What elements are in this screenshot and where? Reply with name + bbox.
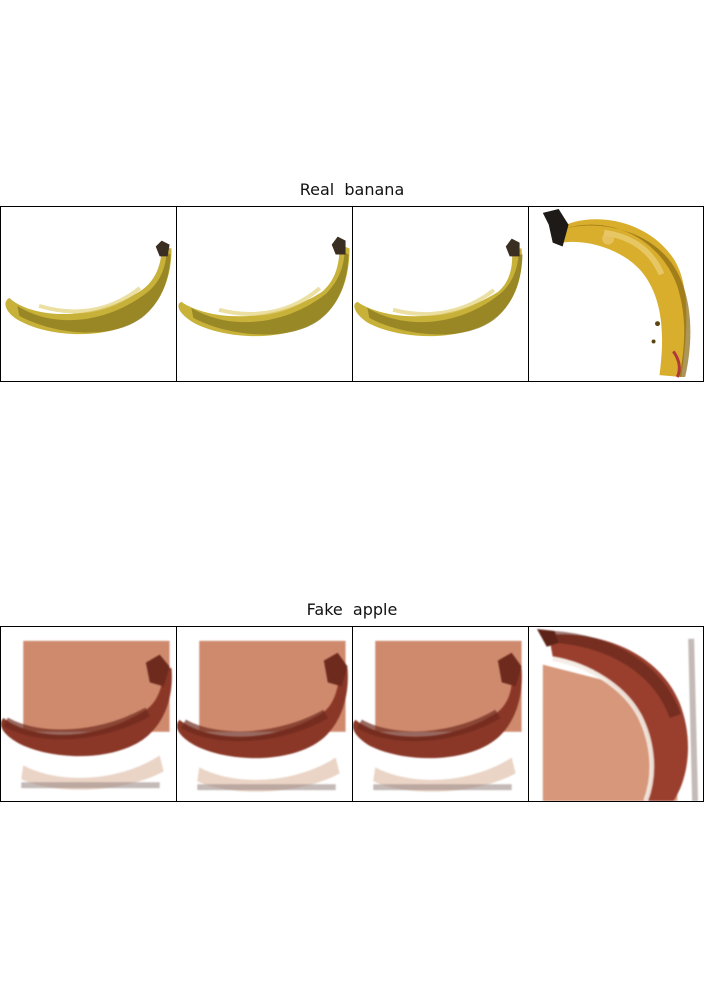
banana-picture [354, 238, 523, 337]
fake-apple-title: Fake apple [306, 600, 398, 619]
banana-picture [542, 208, 691, 378]
real-banana-image-4 [528, 207, 704, 381]
fake-apple-image-1 [0, 627, 176, 801]
real-banana-strip [0, 206, 704, 382]
apple-picture [177, 640, 348, 792]
fake-apple-image-2 [176, 627, 352, 801]
real-banana-title: Real banana [299, 180, 405, 199]
apple-picture [353, 640, 522, 792]
fake-apple-strip [0, 626, 704, 802]
apple-picture [536, 628, 699, 801]
real-banana-image-3 [352, 207, 528, 381]
apple-picture [1, 640, 172, 790]
banana-picture [5, 240, 172, 335]
fake-apple-image-4 [528, 627, 704, 801]
real-banana-image-1 [0, 207, 176, 381]
fake-apple-image-3 [352, 627, 528, 801]
real-banana-image-2 [176, 207, 352, 381]
banana-picture [178, 236, 350, 337]
